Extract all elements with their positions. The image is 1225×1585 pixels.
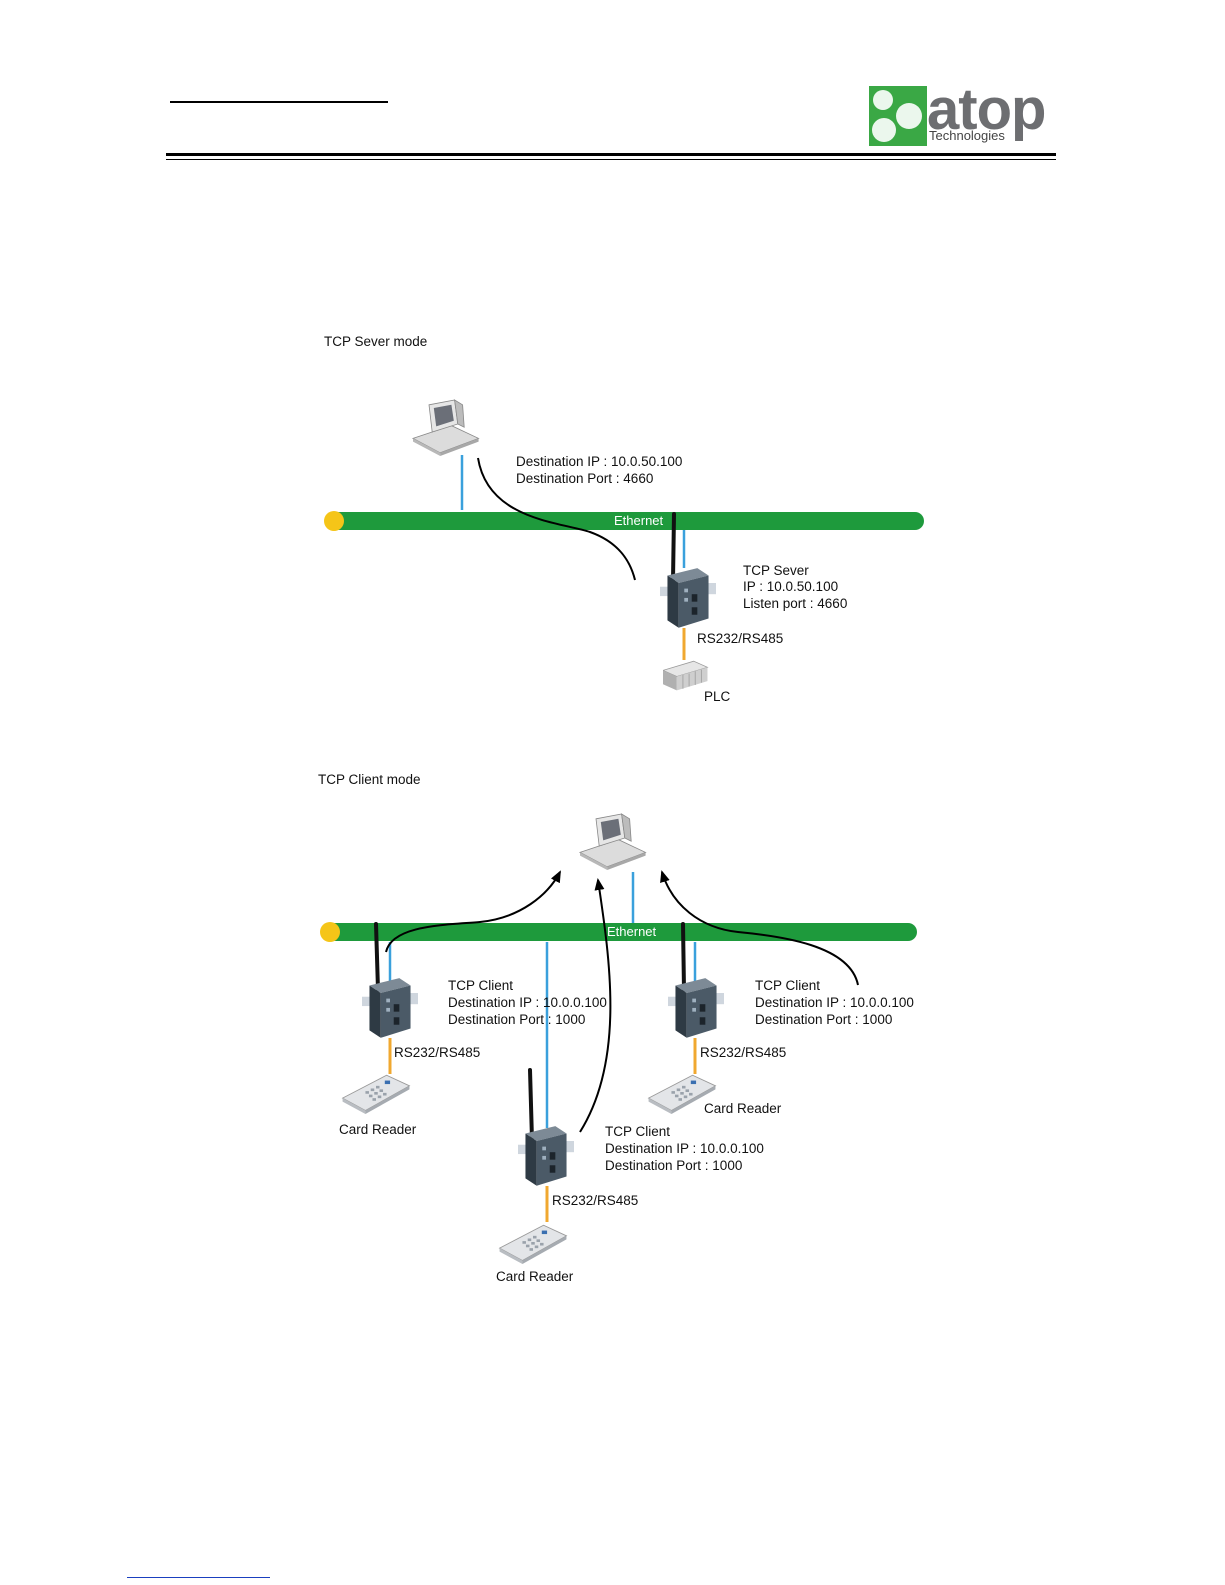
server-pc-icon — [412, 399, 480, 457]
client2-card-reader-icon — [499, 1224, 567, 1264]
client3-device-label: Card Reader — [704, 1101, 782, 1116]
server-mode-title: TCP Sever mode — [324, 334, 427, 349]
client1-device-label: Card Reader — [339, 1122, 417, 1137]
client-ethernet-bus — [320, 922, 917, 942]
client3-connection-arrow — [660, 870, 859, 986]
plc-icon — [663, 660, 708, 691]
server-pc-dest-ip: Destination IP : 10.0.50.100 — [516, 454, 682, 469]
client-ethernet-label: Ethernet — [607, 924, 657, 939]
footer-link-underline[interactable] — [127, 1577, 270, 1578]
server-port-label: Listen port : 4660 — [743, 596, 847, 611]
server-serial-label: RS232/RS485 — [697, 631, 783, 646]
client-pc-icon — [579, 813, 647, 871]
client3-serial-label: RS232/RS485 — [700, 1045, 786, 1060]
client1-serial-label: RS232/RS485 — [394, 1045, 480, 1060]
client1-card-reader-icon — [342, 1074, 410, 1114]
client2-role: TCP Client — [605, 1124, 670, 1139]
client1-antenna-icon — [374, 922, 380, 992]
server-ethernet-bus — [324, 511, 924, 531]
plc-label: PLC — [704, 689, 731, 704]
client2-dest-port: Destination Port : 1000 — [605, 1158, 742, 1173]
logo-mark-icon — [872, 90, 922, 142]
header-rule-thin — [166, 159, 1056, 160]
atop-logo: atop Technologies — [869, 78, 1055, 148]
client3-device-icon — [668, 978, 724, 1038]
logo-wordmark: atop — [927, 77, 1046, 142]
client1-dest-port: Destination Port : 1000 — [448, 1012, 585, 1027]
client2-device-icon — [518, 1126, 574, 1186]
server-device-icon — [660, 568, 716, 628]
client1-connection-arrow — [385, 870, 561, 953]
client2-antenna-icon — [528, 1068, 534, 1142]
server-pc-dest-port: Destination Port : 4660 — [516, 471, 653, 486]
client1-dest-ip: Destination IP : 10.0.0.100 — [448, 995, 607, 1010]
header-rule-thick — [166, 153, 1056, 156]
client2-connection-arrow — [579, 878, 612, 1133]
client3-role: TCP Client — [755, 978, 820, 993]
client3-dest-ip: Destination IP : 10.0.0.100 — [755, 995, 914, 1010]
client2-device-label: Card Reader — [496, 1269, 574, 1284]
client-mode-title: TCP Client mode — [318, 772, 421, 787]
client2-serial-label: RS232/RS485 — [552, 1193, 638, 1208]
client3-dest-port: Destination Port : 1000 — [755, 1012, 892, 1027]
client1-role: TCP Client — [448, 978, 513, 993]
server-device-antenna-icon — [671, 512, 676, 582]
server-role-label: TCP Sever — [743, 563, 809, 578]
logo-green-mark — [869, 86, 927, 146]
client3-antenna-icon — [681, 922, 686, 992]
header-link-underline[interactable] — [170, 101, 388, 103]
logo-tagline: Technologies — [929, 128, 1005, 143]
server-ethernet-label: Ethernet — [614, 513, 664, 528]
client1-device-icon — [362, 978, 418, 1038]
server-ip-label: IP : 10.0.50.100 — [743, 579, 838, 594]
server-connection-curve — [477, 457, 636, 581]
client2-dest-ip: Destination IP : 10.0.0.100 — [605, 1141, 764, 1156]
